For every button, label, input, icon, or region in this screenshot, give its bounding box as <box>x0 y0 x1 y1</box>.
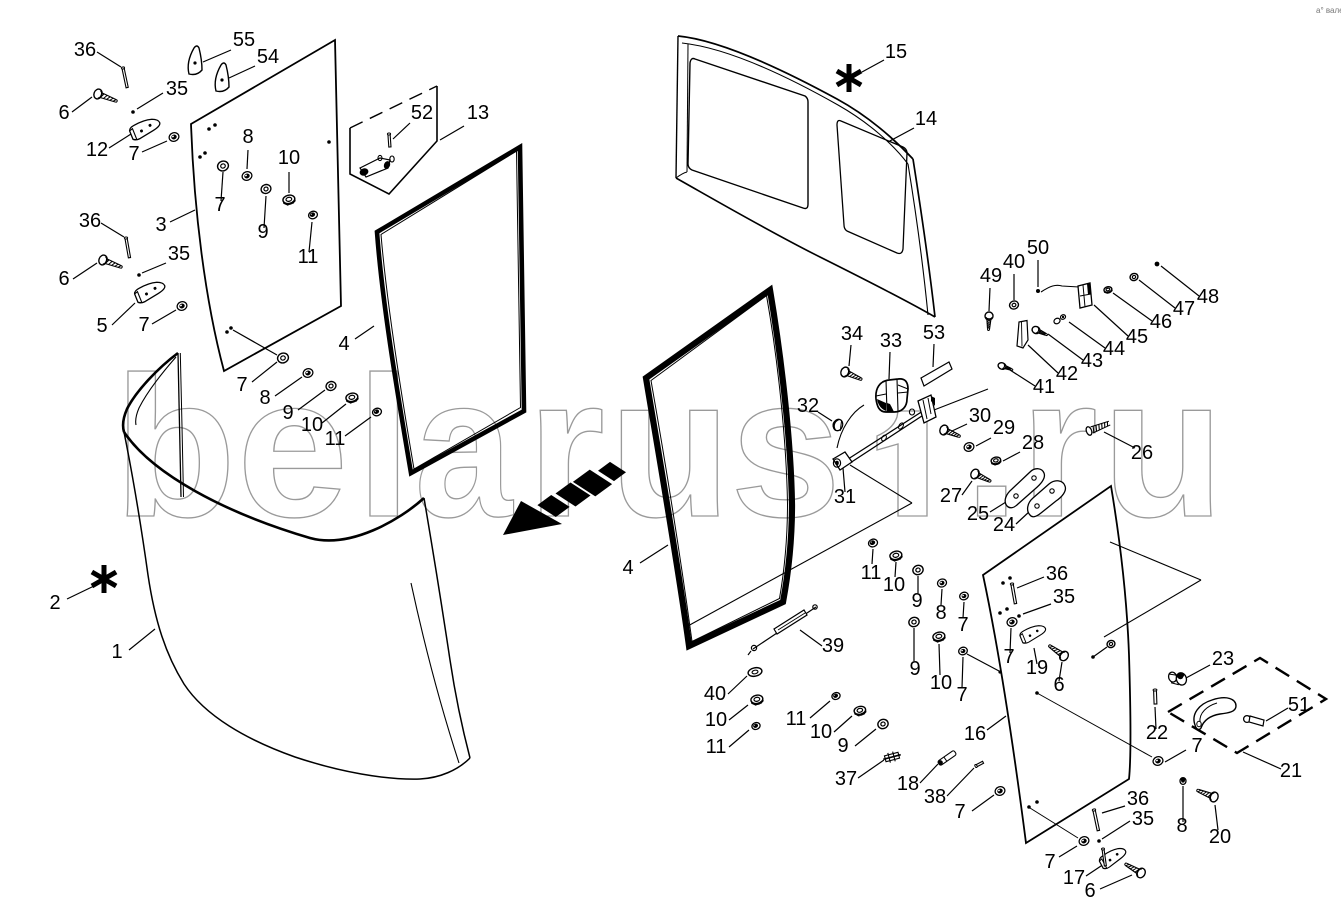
svg-text:35: 35 <box>168 243 190 265</box>
svg-text:36: 36 <box>1127 788 1149 810</box>
svg-text:42: 42 <box>1056 363 1078 385</box>
svg-text:41: 41 <box>1033 376 1055 398</box>
svg-text:15: 15 <box>885 41 907 63</box>
svg-text:6: 6 <box>58 102 69 124</box>
svg-text:28: 28 <box>1022 432 1044 454</box>
svg-text:10: 10 <box>301 414 323 436</box>
svg-text:47: 47 <box>1173 298 1195 320</box>
svg-text:11: 11 <box>786 708 807 730</box>
svg-text:20: 20 <box>1209 826 1231 848</box>
svg-text:22: 22 <box>1146 722 1168 744</box>
svg-text:26: 26 <box>1131 442 1153 464</box>
svg-text:8: 8 <box>935 602 946 624</box>
svg-text:17: 17 <box>1063 867 1085 889</box>
svg-text:35: 35 <box>1053 586 1075 608</box>
svg-text:u: u <box>1102 336 1224 559</box>
svg-text:23: 23 <box>1212 648 1234 670</box>
svg-text:9: 9 <box>837 735 848 757</box>
svg-text:11: 11 <box>325 428 346 450</box>
svg-text:7: 7 <box>236 374 247 396</box>
svg-text:e: e <box>237 336 348 559</box>
svg-text:27: 27 <box>940 485 962 507</box>
svg-text:10: 10 <box>883 574 905 596</box>
svg-text:18: 18 <box>897 773 919 795</box>
svg-text:36: 36 <box>79 210 101 232</box>
svg-text:3: 3 <box>155 214 166 236</box>
svg-text:35: 35 <box>166 78 188 100</box>
svg-text:49: 49 <box>980 265 1002 287</box>
svg-text:51: 51 <box>1288 694 1310 716</box>
svg-text:9: 9 <box>909 658 920 680</box>
svg-text:7: 7 <box>214 194 225 216</box>
svg-text:2: 2 <box>49 592 60 614</box>
svg-text:7: 7 <box>128 143 139 165</box>
svg-text:1: 1 <box>111 641 122 663</box>
svg-text:7: 7 <box>954 801 965 823</box>
svg-text:21: 21 <box>1280 760 1302 782</box>
svg-text:7: 7 <box>956 684 967 706</box>
svg-text:7: 7 <box>138 314 149 336</box>
svg-text:8: 8 <box>242 126 253 148</box>
svg-text:.: . <box>964 336 1020 559</box>
svg-text:l: l <box>356 336 412 559</box>
svg-text:45: 45 <box>1126 326 1148 348</box>
svg-text:10: 10 <box>810 721 832 743</box>
svg-text:13: 13 <box>467 102 489 124</box>
svg-text:8: 8 <box>1176 815 1187 837</box>
svg-text:46: 46 <box>1150 311 1172 333</box>
svg-text:11: 11 <box>861 562 882 584</box>
svg-text:7: 7 <box>957 614 968 636</box>
svg-text:40: 40 <box>1003 251 1025 273</box>
svg-text:7: 7 <box>1044 851 1055 873</box>
svg-text:53: 53 <box>923 322 945 344</box>
svg-text:6: 6 <box>1084 880 1095 902</box>
svg-text:55: 55 <box>233 29 255 51</box>
svg-text:37: 37 <box>835 768 857 790</box>
svg-text:30: 30 <box>969 405 991 427</box>
svg-text:25: 25 <box>967 503 989 525</box>
svg-text:b: b <box>114 336 236 559</box>
svg-text:8: 8 <box>259 387 270 409</box>
svg-text:50: 50 <box>1027 237 1049 259</box>
svg-text:4: 4 <box>338 333 349 355</box>
svg-text:43: 43 <box>1081 350 1103 372</box>
svg-text:4: 4 <box>622 557 633 579</box>
svg-text:11: 11 <box>298 246 319 268</box>
svg-text:34: 34 <box>841 323 863 345</box>
svg-text:52: 52 <box>411 102 433 124</box>
svg-text:10: 10 <box>705 709 727 731</box>
svg-text:s: s <box>730 336 841 559</box>
svg-text:31: 31 <box>834 486 856 508</box>
svg-text:19: 19 <box>1026 657 1048 679</box>
svg-text:6: 6 <box>1053 674 1064 696</box>
svg-text:38: 38 <box>924 786 946 808</box>
svg-text:9: 9 <box>282 402 293 424</box>
svg-text:35: 35 <box>1132 808 1154 830</box>
svg-text:11: 11 <box>706 736 727 758</box>
svg-text:6: 6 <box>58 268 69 290</box>
svg-text:48: 48 <box>1197 286 1219 308</box>
svg-text:5: 5 <box>96 315 107 337</box>
svg-text:9: 9 <box>911 590 922 612</box>
svg-text:29: 29 <box>993 417 1015 439</box>
svg-text:36: 36 <box>74 39 96 61</box>
svg-text:10: 10 <box>930 672 952 694</box>
svg-text:7: 7 <box>1191 735 1202 757</box>
svg-text:44: 44 <box>1103 338 1125 360</box>
svg-text:12: 12 <box>86 139 108 161</box>
svg-text:40: 40 <box>704 683 726 705</box>
svg-text:а° вале: а° вале <box>1316 6 1341 15</box>
svg-text:24: 24 <box>993 514 1015 536</box>
svg-text:36: 36 <box>1046 563 1068 585</box>
svg-text:32: 32 <box>797 395 819 417</box>
svg-text:a: a <box>415 334 514 558</box>
svg-text:7: 7 <box>1003 646 1014 668</box>
svg-text:33: 33 <box>880 330 902 352</box>
svg-text:10: 10 <box>278 147 300 169</box>
svg-text:54: 54 <box>257 46 279 68</box>
svg-text:39: 39 <box>822 635 844 657</box>
svg-text:9: 9 <box>257 221 268 243</box>
svg-text:14: 14 <box>915 108 937 130</box>
svg-text:16: 16 <box>964 723 986 745</box>
